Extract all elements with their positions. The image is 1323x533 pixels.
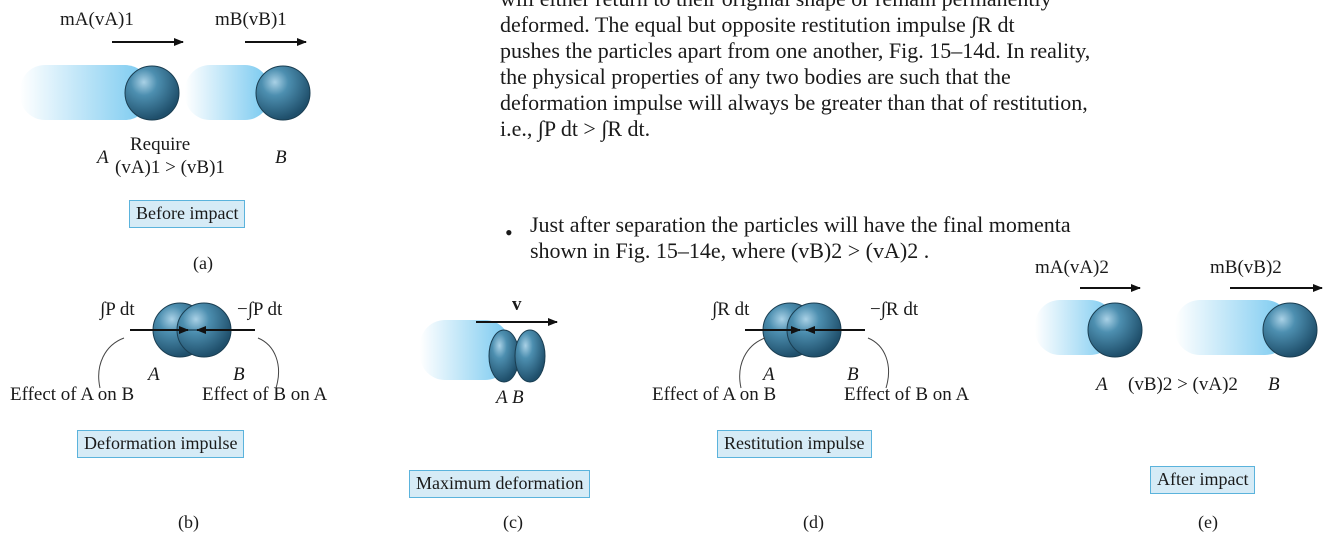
impact-condition: (vA)1 > (vB)1 (115, 158, 225, 177)
text-line: i.e., ∫P dt > ∫R dt. (500, 116, 1320, 142)
text-line: will either return to their original sha… (500, 0, 1320, 12)
impulse-label-left: ∫R dt (712, 300, 749, 319)
particle-label-b: B (1268, 375, 1280, 394)
caption-restitution-impulse: Restitution impulse (717, 430, 872, 458)
effect-label-left: Effect of A on B (652, 385, 776, 404)
caption-before-impact: Before impact (129, 200, 245, 228)
particle-b-deformed (515, 330, 545, 382)
particle-label-a: A (1096, 375, 1108, 394)
momentum-label-a: mA(vA)2 (1035, 258, 1109, 277)
effect-label-right: Effect of B on A (202, 385, 327, 404)
impulse-label-right: −∫R dt (870, 300, 918, 319)
particle-a-sphere (125, 66, 179, 120)
caption-after-impact: After impact (1150, 466, 1255, 494)
caption-deformation-impulse: Deformation impulse (77, 430, 244, 458)
body-paragraph: will either return to their original sha… (500, 0, 1320, 142)
particle-label-a: A (763, 365, 775, 384)
particle-b-sphere (1263, 303, 1317, 357)
momentum-label-b: mB(vB)2 (1210, 258, 1282, 277)
particle-label-b: B (233, 365, 245, 384)
caption-maximum-deformation: Maximum deformation (409, 470, 590, 498)
text-line: the physical properties of any two bodie… (500, 64, 1320, 90)
impact-condition: (vB)2 > (vA)2 (1128, 375, 1238, 394)
particle-labels: A B (496, 388, 524, 407)
require-label: Require (130, 135, 190, 154)
momentum-label-b: mB(vB)1 (215, 10, 287, 29)
text-line: shown in Fig. 15–14e, where (vB)2 > (vA)… (530, 238, 1320, 264)
velocity-label: v (512, 295, 522, 314)
particle-label-b: B (275, 148, 287, 167)
text-line: deformed. The equal but opposite restitu… (500, 12, 1320, 38)
pointer-curve-left (99, 338, 124, 388)
text-line: pushes the particles apart from one anot… (500, 38, 1320, 64)
particle-a-sphere (1088, 303, 1142, 357)
impulse-label-right: −∫P dt (237, 300, 282, 319)
bullet-paragraph: Just after separation the particles will… (530, 212, 1320, 264)
particle-label-a: A (148, 365, 160, 384)
particle-b-sphere (256, 66, 310, 120)
bullet: • (505, 222, 513, 244)
impulse-label-left: ∫P dt (100, 300, 135, 319)
effect-label-right: Effect of B on A (844, 385, 969, 404)
pointer-curve-right (258, 338, 279, 388)
pointer-curve-left (740, 338, 765, 388)
particle-label-b: B (847, 365, 859, 384)
text-line: Just after separation the particles will… (530, 212, 1320, 238)
effect-label-left: Effect of A on B (10, 385, 134, 404)
particle-label-a: A (97, 148, 109, 167)
momentum-label-a: mA(vA)1 (60, 10, 134, 29)
pointer-curve-right (868, 338, 889, 388)
text-line: deformation impulse will always be great… (500, 90, 1320, 116)
panel-letter-a: (a) (193, 253, 213, 274)
